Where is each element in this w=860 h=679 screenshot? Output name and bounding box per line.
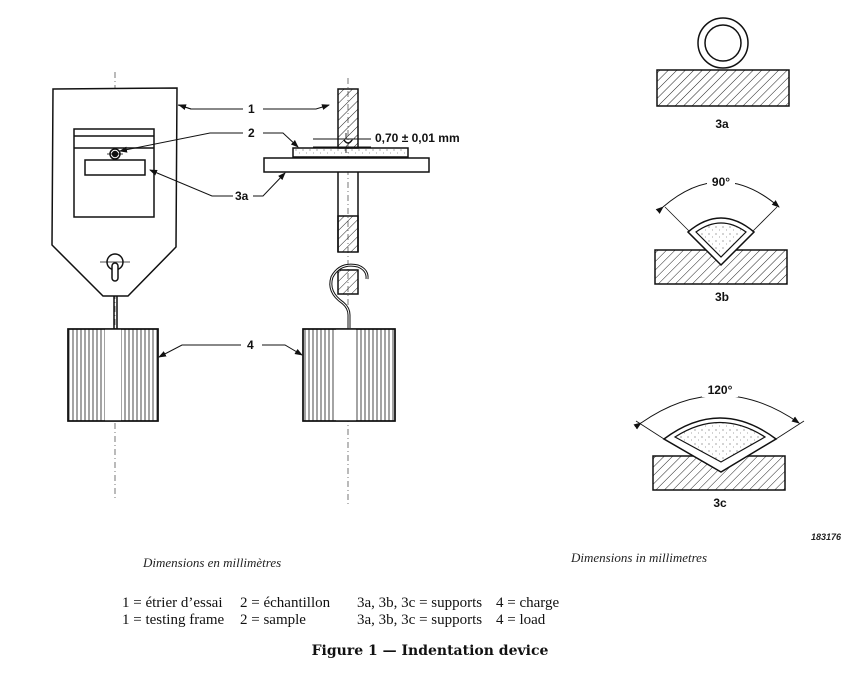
- legend-item: 3a, 3b, 3c = supports: [357, 595, 483, 611]
- legend-item: 2 = sample: [240, 612, 306, 628]
- callout-1-label: 1: [248, 102, 255, 116]
- thickness-dimension: [313, 133, 371, 153]
- reference-number: 183176: [811, 532, 842, 542]
- dimensions-note-en: Dimensions in millimetres: [571, 550, 708, 565]
- legend-item: 3a, 3b, 3c = supports: [357, 612, 483, 628]
- legend-row-fr: 1 = étrier d’essai 2 = échantillon 3a, 3…: [0, 595, 860, 613]
- legend-item: 2 = échantillon: [240, 595, 331, 611]
- callout-leaders: [119, 104, 330, 358]
- callout-4-label: 4: [247, 338, 254, 352]
- legend-item: 4 = charge: [496, 595, 560, 611]
- support-3b-detail: [654, 175, 788, 285]
- testing-frame-side-section: [263, 78, 430, 505]
- support-plate: [263, 157, 430, 173]
- sample-strip: [292, 147, 409, 158]
- support-3c-angle: 120°: [708, 383, 733, 397]
- thickness-dimension-label: 0,70 ± 0,01 mm: [375, 131, 460, 145]
- figure-caption: Figure 1 — Indentation device: [311, 643, 549, 659]
- testing-frame-front-view: [51, 72, 178, 500]
- support-3a-front: [84, 159, 146, 176]
- legend-item: 1 = étrier d’essai: [122, 595, 223, 611]
- support-3c-detail: [633, 383, 805, 491]
- support-3b-angle: 90°: [712, 175, 730, 189]
- dimensions-note-fr: Dimensions en millimètres: [143, 555, 282, 570]
- frame-section-lower: [337, 215, 359, 253]
- frame-section-hook: [337, 269, 359, 295]
- support-3b-label: 3b: [715, 290, 729, 304]
- support-3c-label: 3c: [713, 496, 727, 510]
- legend-item: 4 = load: [496, 612, 546, 628]
- legend-item: 1 = testing frame: [122, 612, 225, 628]
- callout-2-label: 2: [248, 126, 255, 140]
- support-3a-detail: [656, 17, 790, 107]
- callout-3a-label: 3a: [235, 189, 249, 203]
- support-3a-label: 3a: [715, 117, 729, 131]
- legend-row-en: 1 = testing frame 2 = sample 3a, 3b, 3c …: [0, 612, 860, 630]
